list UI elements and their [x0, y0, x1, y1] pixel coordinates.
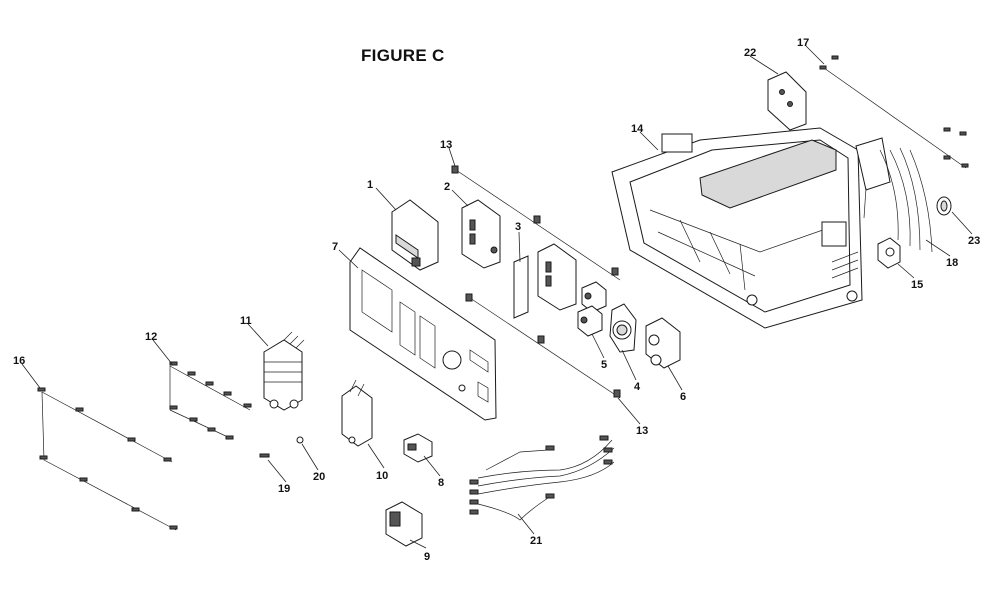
callout-14: 14 — [631, 123, 644, 135]
callout-4: 4 — [634, 381, 641, 393]
callout-22: 22 — [744, 47, 756, 59]
receptacle-bracket-part — [513, 243, 577, 319]
leader-lines — [21, 45, 973, 549]
callout-8: 8 — [438, 477, 444, 489]
callout-23: 23 — [968, 235, 980, 247]
callout-2: 2 — [444, 181, 450, 193]
hour-meter-part — [391, 199, 439, 271]
callout-10: 10 — [376, 470, 388, 482]
callout-15: 15 — [911, 279, 923, 291]
front-panel-plate-part — [349, 247, 497, 421]
callout-16: 16 — [13, 355, 25, 367]
washer-20-part — [296, 436, 304, 444]
callout-3: 3 — [515, 221, 521, 233]
rocker-switch-small-part — [403, 433, 433, 463]
callout-17: 17 — [797, 37, 809, 49]
callout-7: 7 — [332, 241, 338, 253]
callout-21: 21 — [530, 535, 542, 547]
callout-20: 20 — [313, 471, 325, 483]
figure-title: FIGURE C — [361, 46, 445, 65]
breaker-block-part — [645, 317, 681, 369]
screw-19-part — [259, 453, 270, 458]
callout-18: 18 — [946, 257, 958, 269]
rocker-switch-large-part — [385, 501, 423, 547]
callout-9: 9 — [424, 551, 430, 563]
callout-1: 1 — [367, 179, 373, 191]
callout-6: 6 — [680, 391, 686, 403]
nut-set-13-part — [451, 165, 621, 399]
grommet-part — [936, 196, 952, 216]
screw-set-16-part — [37, 387, 178, 531]
circuit-breaker-part — [577, 281, 607, 337]
control-housing-part — [611, 127, 863, 329]
callout-13-lower: 13 — [636, 425, 648, 437]
wiring-harness-part — [469, 435, 615, 521]
callout-11: 11 — [240, 315, 252, 327]
wire-bundle-part — [855, 137, 933, 253]
screw-set-12-part — [169, 361, 252, 440]
screw-set-17-part — [819, 55, 969, 169]
callout-19: 19 — [278, 483, 290, 495]
twist-lock-outlet-part — [609, 303, 637, 353]
terminal-bracket-part — [767, 71, 807, 131]
callout-13-upper: 13 — [440, 139, 452, 151]
callout-12: 12 — [145, 331, 157, 343]
capacitor-part — [341, 379, 373, 447]
socket-part — [877, 237, 901, 269]
receptacle-part — [461, 199, 501, 269]
rectifier-part — [263, 331, 305, 411]
callout-5: 5 — [601, 359, 607, 371]
